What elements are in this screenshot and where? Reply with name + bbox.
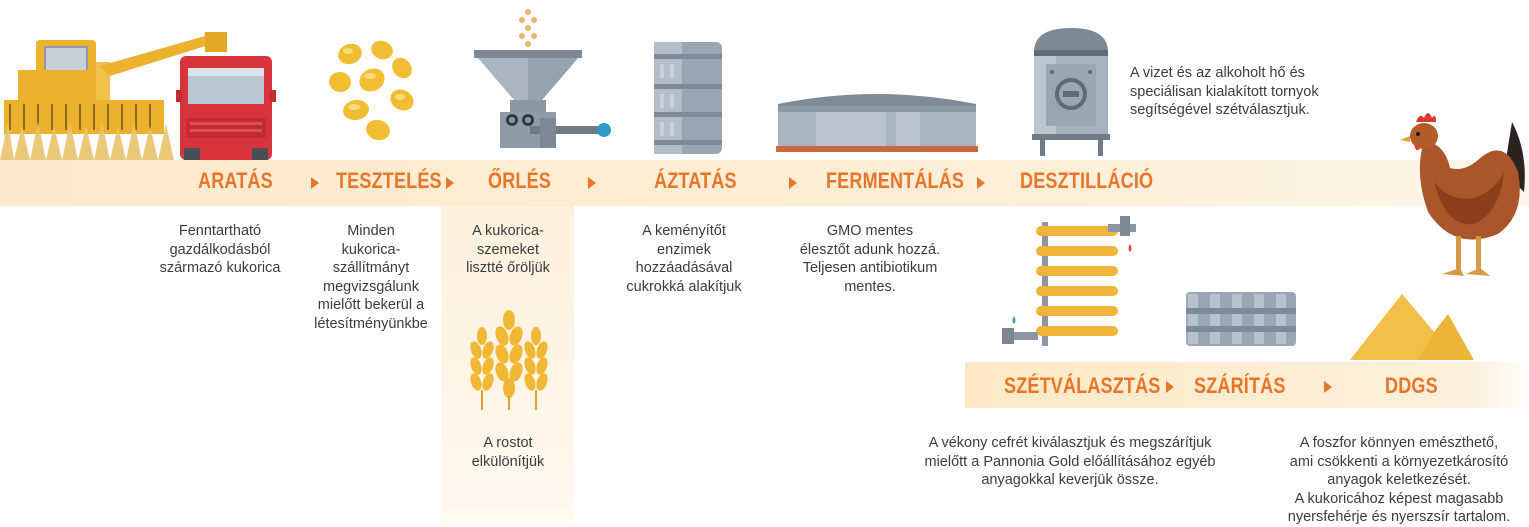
process-band-top: [0, 160, 1529, 206]
desc-orles: A kukorica- szemeket lisztté őröljük: [466, 223, 550, 276]
arrow-icon: [311, 177, 319, 189]
desc-fermentalas: GMO mentes élesztőt adunk hozzá. Teljese…: [799, 223, 941, 295]
fermentation-tank-icon: [776, 94, 978, 152]
distillation-tower-icon: [1032, 28, 1110, 156]
arrow-icon: [1324, 381, 1332, 393]
stage-label-teszteles: TESZTELÉS: [336, 168, 442, 193]
stage-label-orles: ŐRLÉS: [488, 168, 551, 193]
ddgs-pile-icon: [1350, 294, 1474, 360]
desc-aratas: Fenntartható gazdálkodásból származó kuk…: [159, 223, 281, 276]
stage-label-desztillacio: DESZTILLÁCIÓ: [1020, 168, 1154, 193]
stage-label-aztatas: ÁZTATÁS: [654, 168, 737, 193]
arrow-icon: [588, 177, 596, 189]
desc-desztillacio: A vizet és az alkoholt hő és speciálisan…: [1130, 65, 1319, 118]
desc-orles-fiber: A rostot elkülönítjük: [471, 435, 545, 470]
fiber-column-band: [441, 206, 574, 524]
mill-hopper-icon: [474, 9, 611, 148]
dryer-drum-icon: [1186, 292, 1296, 346]
stage-label-fermentalas: FERMENTÁLÁS: [826, 168, 965, 193]
desc-aztatas: A keményítőt enzimek hozzáadásával cukro…: [626, 223, 742, 295]
process-band-bottom: [965, 362, 1529, 408]
arrow-icon: [1166, 381, 1174, 393]
wheat-icon: [470, 310, 548, 410]
stage-label-aratas: ARATÁS: [198, 168, 273, 193]
condenser-coil-icon: [1002, 216, 1136, 346]
arrow-icon: [977, 177, 985, 189]
arrow-icon: [789, 177, 797, 189]
hen-icon: [1400, 113, 1525, 276]
desc-teszteles: Minden kukorica- szállítmányt megvizsgál…: [314, 223, 428, 332]
desc-szetvalasztas: A vékony cefrét kiválasztjuk és megszárí…: [924, 435, 1216, 488]
corn-kernels-icon: [329, 40, 414, 141]
stage-label-ddgs: DDGS: [1385, 373, 1438, 398]
stage-label-szetvalasztas: SZÉTVÁLASZTÁS: [1004, 373, 1161, 398]
steel-drum-icon: [654, 42, 722, 154]
arrow-icon: [446, 177, 454, 189]
stage-label-szaritas: SZÁRÍTÁS: [1194, 373, 1286, 398]
desc-ddgs: A foszfor könnyen emészthető, ami csökke…: [1287, 435, 1511, 525]
combine-harvester-icon: [0, 32, 276, 160]
